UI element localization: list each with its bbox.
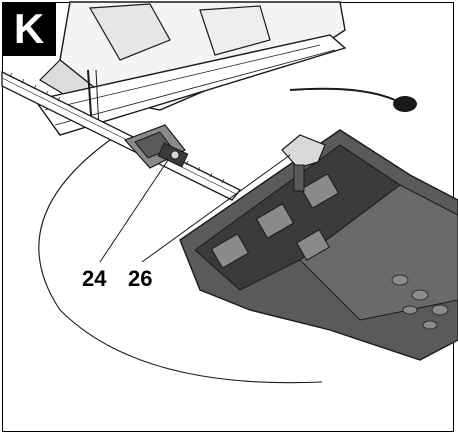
cut-circle-line [38, 139, 323, 384]
guide-rule-illustration [1, 70, 417, 201]
callout-24: 24 [82, 266, 107, 291]
callout-26: 26 [128, 266, 153, 291]
figure-letter-badge: K [2, 2, 56, 56]
leader-line-24 [99, 159, 169, 263]
jigsaw-illustration [33, 1, 347, 136]
circle-cutter-illustration [179, 129, 458, 361]
leader-line-26 [141, 154, 291, 263]
